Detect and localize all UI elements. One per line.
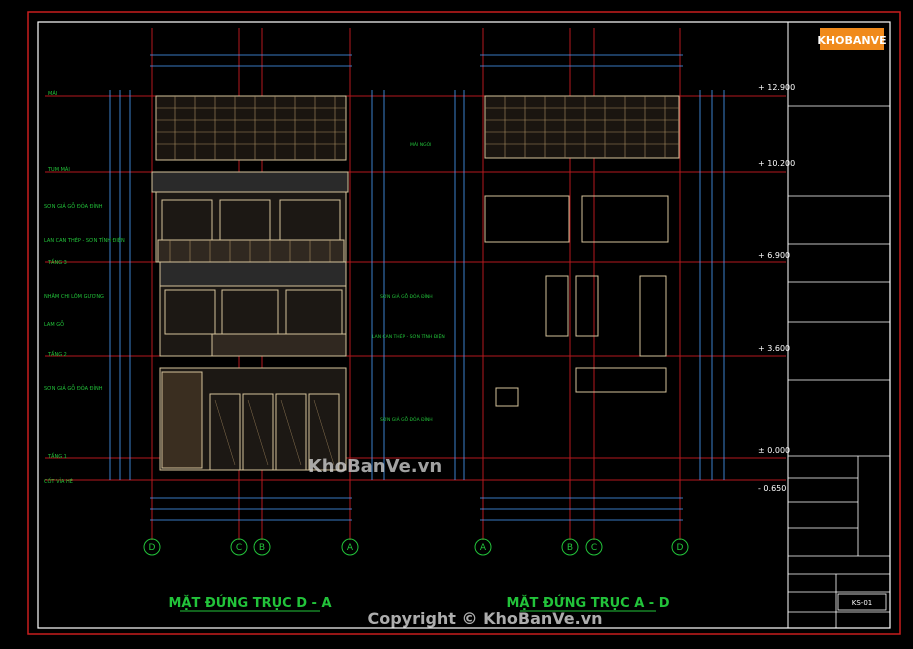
annotation: TẦNG 1 [47,452,67,460]
logo-text: KHOBANVE [817,34,886,47]
annotation: MÁI NGÓI [410,141,431,148]
axis-labels: D C B A A B C D [149,543,684,553]
axis-label-right: C [591,543,597,553]
side-dimensions [109,90,725,480]
sheet-number: KS-01 [852,599,872,607]
annotation: SƠN GIẢ GỖ ĐỎA ĐỈNH [44,202,103,210]
axis-label-left: D [149,543,156,553]
axis-label-right: B [567,543,573,553]
title-block-grid [788,105,890,628]
level-text: + 3.600 [758,344,790,353]
left-elevation [151,95,349,471]
right-elevation-title: MẶT ĐỨNG TRỤC A - D [506,595,669,611]
inner-border [37,21,891,629]
logo: KHOBANVE [817,28,887,50]
annotation: SƠN GIẢ GỖ ĐỎA ĐỈNH [380,415,433,423]
annotation: LAN CAN THÉP - SƠN TĨNH ĐIỆN [44,236,125,244]
axis-label-right: D [677,543,684,553]
annotation: TẦNG 3 [47,258,67,266]
axis-label-left: C [236,543,242,553]
annotation: LAN CAN THÉP - SƠN TĨNH ĐIỆN [372,332,445,340]
annotation: TẦNG 2 [47,350,67,358]
watermark-center: KhoBanVe.vn [308,456,442,477]
level-text: - 0.650 [758,484,786,493]
axis-label-left: B [259,543,265,553]
copyright-watermark: Copyright © KhoBanVe.vn [367,609,602,628]
level-markers: + 12.900 + 10.200 + 6.900 + 3.600 ± 0.00… [758,83,795,493]
outer-border [27,11,901,635]
annotation: CỐT VỈA HÈ [44,477,73,485]
level-text: + 10.200 [758,159,795,168]
annotation: SƠN GIẢ GỖ ĐỎA ĐỈNH [44,384,103,392]
axis-label-right: A [480,543,487,553]
annotation: TUM MÁI [47,166,70,173]
level-text: + 6.900 [758,251,790,260]
annotation: NHÂM CHI LÔM GƯƠNG [44,293,104,300]
sheet-number-box [837,593,887,611]
left-elevation-title: MẶT ĐỨNG TRỤC D - A [168,595,331,611]
axis-label-left: A [347,543,354,553]
mid-annotations: MÁI NGÓI SƠN GIẢ GỖ ĐỎA ĐỈNH LAN CAN THÉ… [372,141,445,423]
annotation: SƠN GIẢ GỖ ĐỎA ĐỈNH [380,292,433,300]
right-elevation [484,95,680,407]
level-text: + 12.900 [758,83,795,92]
annotation: LAM GỖ [44,320,64,328]
top-dimensions [150,54,683,521]
level-text: ± 0.000 [758,446,790,455]
annotation: MÁI [48,90,57,97]
axis-bubbles [143,538,689,556]
left-annotations: MÁI TUM MÁI SƠN GIẢ GỖ ĐỎA ĐỈNH LAN CAN … [44,90,125,485]
